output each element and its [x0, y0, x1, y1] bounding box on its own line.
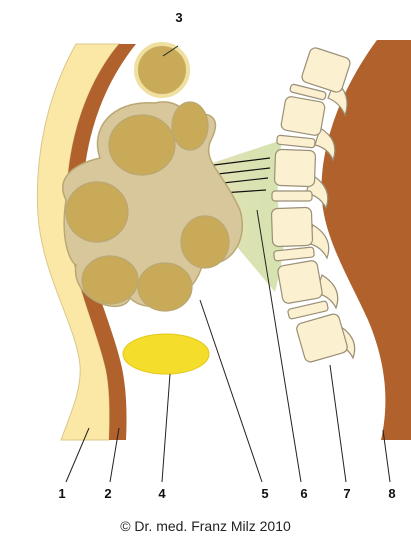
- intervertebral-disc: [277, 135, 316, 148]
- loop-core: [66, 182, 128, 242]
- label-7: 7: [343, 486, 350, 501]
- vertebra: [300, 46, 351, 93]
- vertebra: [274, 149, 315, 186]
- loop-core: [172, 102, 208, 150]
- label-5: 5: [261, 486, 268, 501]
- vertebra: [277, 260, 323, 304]
- intervertebral-disc: [272, 191, 312, 201]
- label-4: 4: [158, 486, 166, 501]
- label-1: 1: [58, 486, 65, 501]
- vertebra: [280, 96, 325, 136]
- label-2: 2: [104, 486, 111, 501]
- fat-body: [123, 334, 209, 374]
- copyright-credit: © Dr. med. Franz Milz 2010: [0, 518, 411, 534]
- organ-top: [136, 44, 188, 96]
- loop-core: [138, 263, 192, 311]
- vertebra: [295, 313, 348, 364]
- label-3: 3: [175, 10, 182, 25]
- loop-core: [109, 115, 175, 175]
- loop-core: [181, 216, 229, 268]
- label-8: 8: [388, 486, 395, 501]
- loop-core: [82, 256, 138, 304]
- label-6: 6: [300, 486, 307, 501]
- vertebra: [271, 207, 312, 246]
